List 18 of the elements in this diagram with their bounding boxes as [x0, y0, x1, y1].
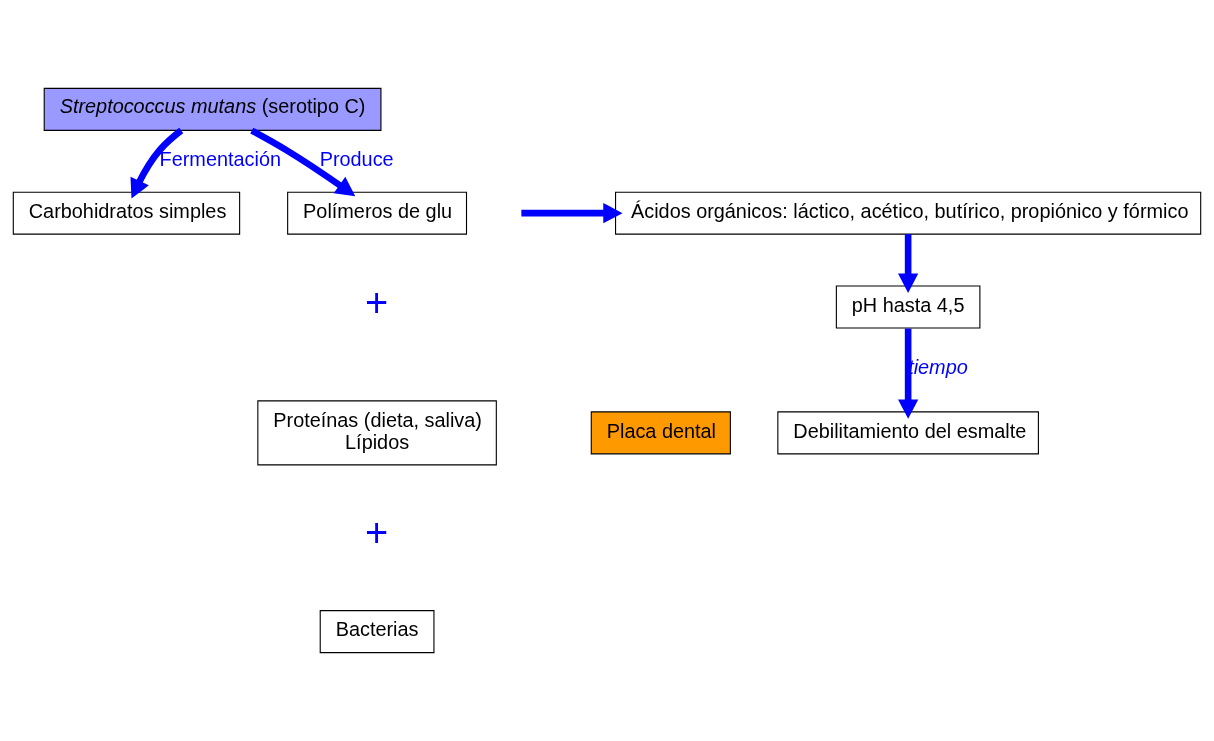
node-box: Polímeros de glu	[287, 191, 468, 235]
edge-label: Produce	[319, 148, 394, 171]
arrow	[521, 203, 623, 224]
arrow	[898, 234, 919, 293]
node-box: Streptococcus mutans (serotipo C)	[43, 87, 382, 131]
node-box: Placa dental	[590, 411, 731, 455]
node-box: Carbohidratos simples	[12, 191, 241, 235]
node-box: Proteínas (dieta, saliva) Lípidos	[257, 400, 497, 466]
label: +	[364, 280, 389, 325]
arrow	[898, 328, 919, 419]
node-box: Ácidos orgánicos: láctico, acético, butírico, propiónico y fórmico	[615, 191, 1202, 235]
edge-label: Fermentación	[159, 148, 282, 171]
node-box: Bacterias	[319, 610, 435, 654]
node-box: Debilitamiento del esmalte	[777, 411, 1039, 455]
label: +	[364, 511, 389, 556]
arrow	[130, 127, 184, 199]
node-box: pH hasta 4,5	[835, 285, 981, 329]
arrow	[250, 127, 356, 197]
